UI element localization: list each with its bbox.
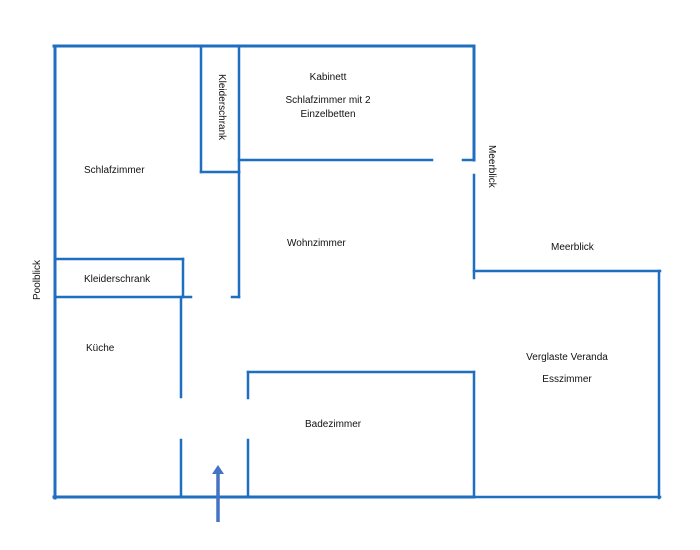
entrance-arrow [212,465,224,522]
room-label-wohnzimmer: Wohnzimmer [287,238,346,249]
room-label-schlafzimmer: Schlafzimmer [84,165,145,176]
room-label-kabinett-subtitle-1: Schlafzimmer mit 2 [285,95,371,106]
room-label-kueche: Küche [86,343,115,354]
room-label-veranda: Verglaste Veranda [526,352,608,363]
walls [52,44,662,500]
room-label-kabinett: Kabinett [309,72,347,83]
label-kleiderschrank-vertical: Kleiderschrank [216,74,227,141]
room-label-badezimmer: Badezimmer [305,419,362,430]
label-meerblick-vertical: Meerblick [486,145,497,188]
label-kleiderschrank: Kleiderschrank [84,274,151,285]
label-poolblick: Poolblick [32,259,43,300]
room-label-kabinett-subtitle-2: Einzelbetten [300,109,356,120]
room-label-esszimmer: Esszimmer [542,374,592,385]
label-meerblick: Meerblick [551,242,594,253]
